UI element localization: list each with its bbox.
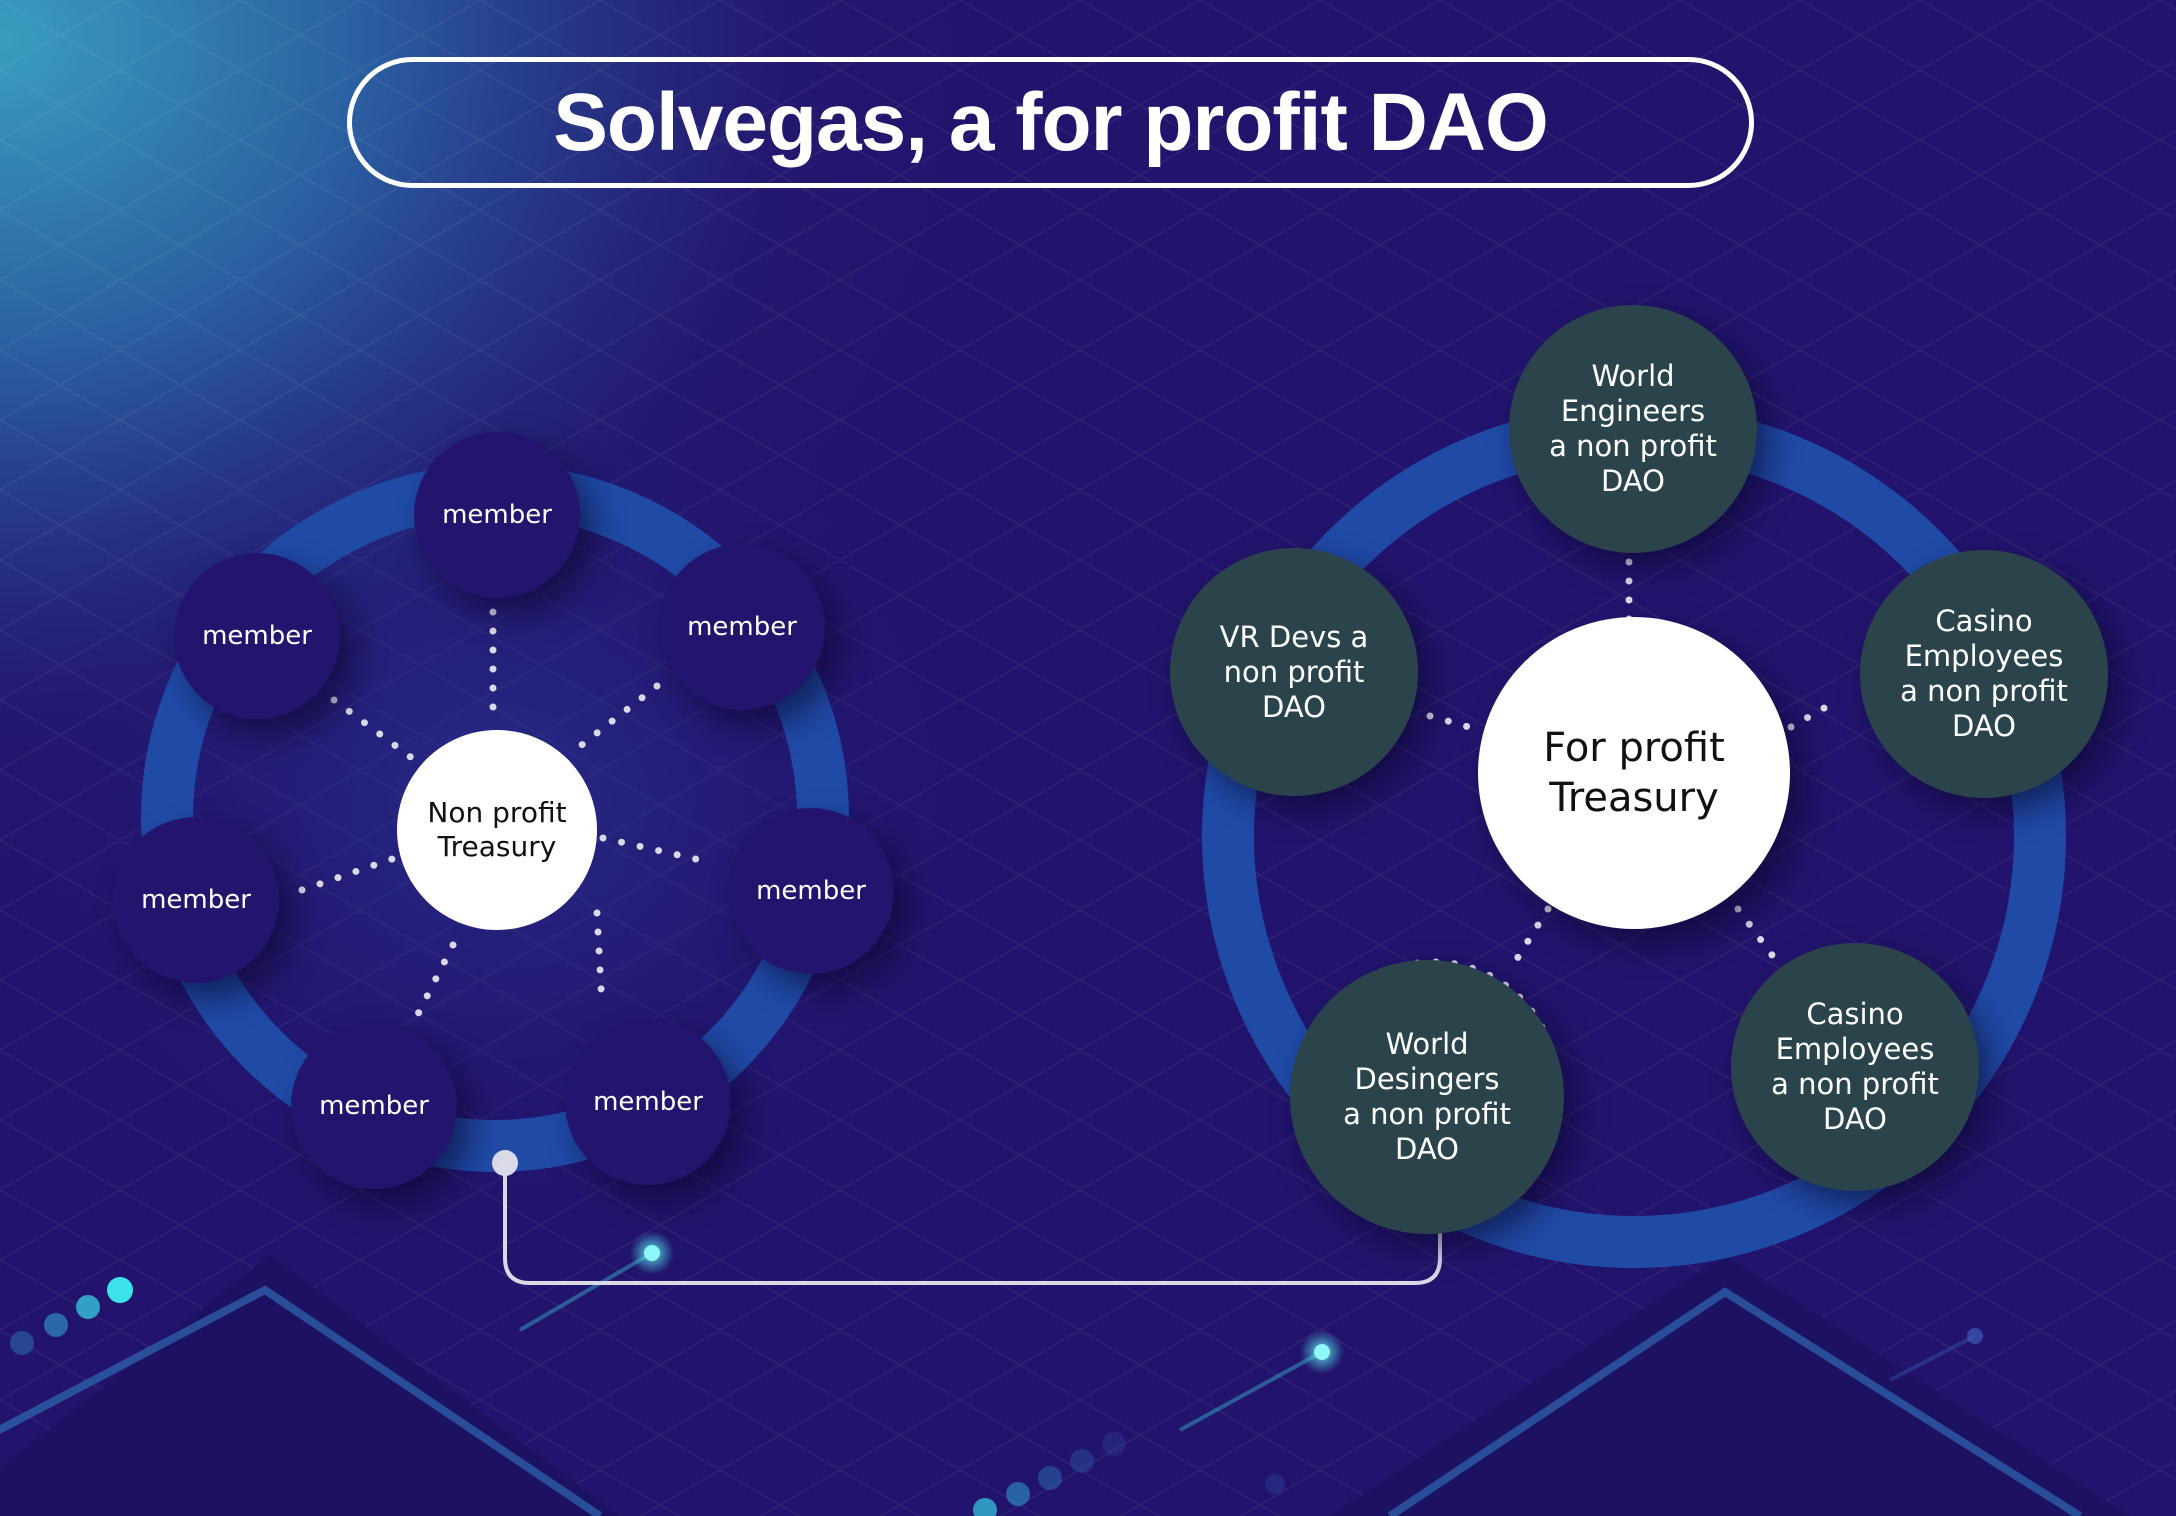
- member-node-bottom-right: member: [565, 1019, 731, 1185]
- member-node-top: member: [414, 432, 580, 598]
- member-label: member: [141, 885, 251, 915]
- member-node-right: member: [728, 808, 894, 974]
- member-label: member: [593, 1087, 703, 1117]
- connector-line: [503, 1163, 1442, 1285]
- dao-label: World Engineers a non profit DAO: [1549, 359, 1717, 498]
- for-profit-treasury-label: For profit Treasury: [1543, 725, 1725, 821]
- dao-label: VR Devs a non profit DAO: [1219, 619, 1369, 724]
- member-label: member: [442, 500, 552, 530]
- connector-dot-left: [492, 1150, 518, 1176]
- dao-world-engineers: World Engineers a non profit DAO: [1509, 305, 1757, 553]
- member-label: member: [756, 876, 866, 906]
- page-title: Solvegas, a for profit DAO: [553, 76, 1549, 168]
- dao-label: World Desingers a non profit DAO: [1343, 1027, 1511, 1166]
- member-node-top-right: member: [659, 544, 825, 710]
- dao-casino-employees-lower: Casino Employees a non profit DAO: [1731, 943, 1979, 1191]
- title-banner: Solvegas, a for profit DAO: [347, 57, 1754, 188]
- dao-label: Casino Employees a non profit DAO: [1771, 997, 1939, 1136]
- for-profit-treasury: For profit Treasury: [1478, 617, 1790, 929]
- dao-vr-devs: VR Devs a non profit DAO: [1170, 548, 1418, 796]
- non-profit-treasury-label: Non profit Treasury: [427, 796, 567, 863]
- dao-casino-employees-upper: Casino Employees a non profit DAO: [1860, 550, 2108, 798]
- member-node-left: member: [113, 817, 279, 983]
- member-node-bottom-left: member: [291, 1023, 457, 1189]
- member-label: member: [319, 1091, 429, 1121]
- dao-world-designers: World Desingers a non profit DAO: [1290, 960, 1564, 1234]
- member-label: member: [687, 612, 797, 642]
- dao-label: Casino Employees a non profit DAO: [1900, 604, 2068, 743]
- non-profit-treasury: Non profit Treasury: [397, 730, 597, 930]
- member-node-top-left: member: [174, 553, 340, 719]
- member-label: member: [202, 621, 312, 651]
